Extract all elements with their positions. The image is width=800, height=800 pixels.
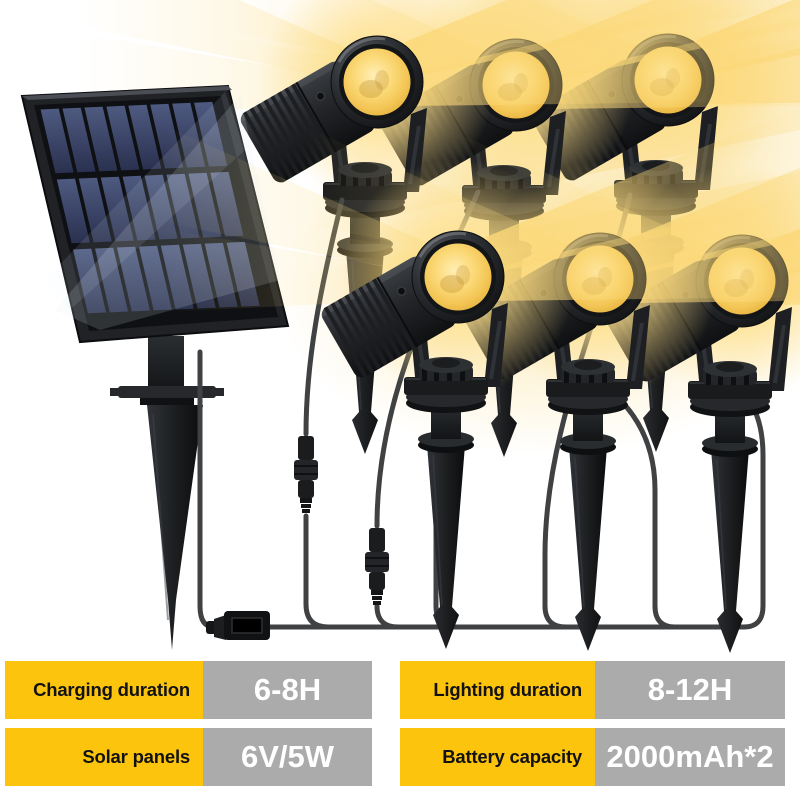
product-photo-scene bbox=[20, 0, 800, 655]
inline-connector-2 bbox=[364, 527, 390, 606]
spec-label-solar-panels: Solar panels bbox=[5, 728, 203, 786]
spec-label-charging-duration: Charging duration bbox=[5, 661, 203, 719]
table-gap bbox=[372, 661, 400, 719]
spec-table: Charging duration 6-8H Lighting duration… bbox=[5, 661, 785, 786]
cable-to-light-6 bbox=[741, 402, 766, 630]
cable-network bbox=[197, 189, 766, 640]
inline-connector-1 bbox=[293, 435, 319, 514]
spec-value-solar-panels: 6V/5W bbox=[203, 728, 372, 786]
panel-ground-spike bbox=[147, 405, 203, 650]
panel-pole bbox=[148, 336, 184, 392]
spec-label-lighting-duration: Lighting duration bbox=[400, 661, 595, 719]
panel-mount-flange bbox=[118, 386, 216, 398]
spec-value-lighting-duration: 8-12H bbox=[595, 661, 785, 719]
usb-connector bbox=[206, 611, 270, 640]
cable-to-light-5 bbox=[609, 389, 678, 630]
spec-value-battery-capacity: 2000mAh*2 bbox=[595, 728, 785, 786]
spec-value-charging-duration: 6-8H bbox=[203, 661, 372, 719]
spec-label-battery-capacity: Battery capacity bbox=[400, 728, 595, 786]
table-gap bbox=[372, 728, 400, 786]
